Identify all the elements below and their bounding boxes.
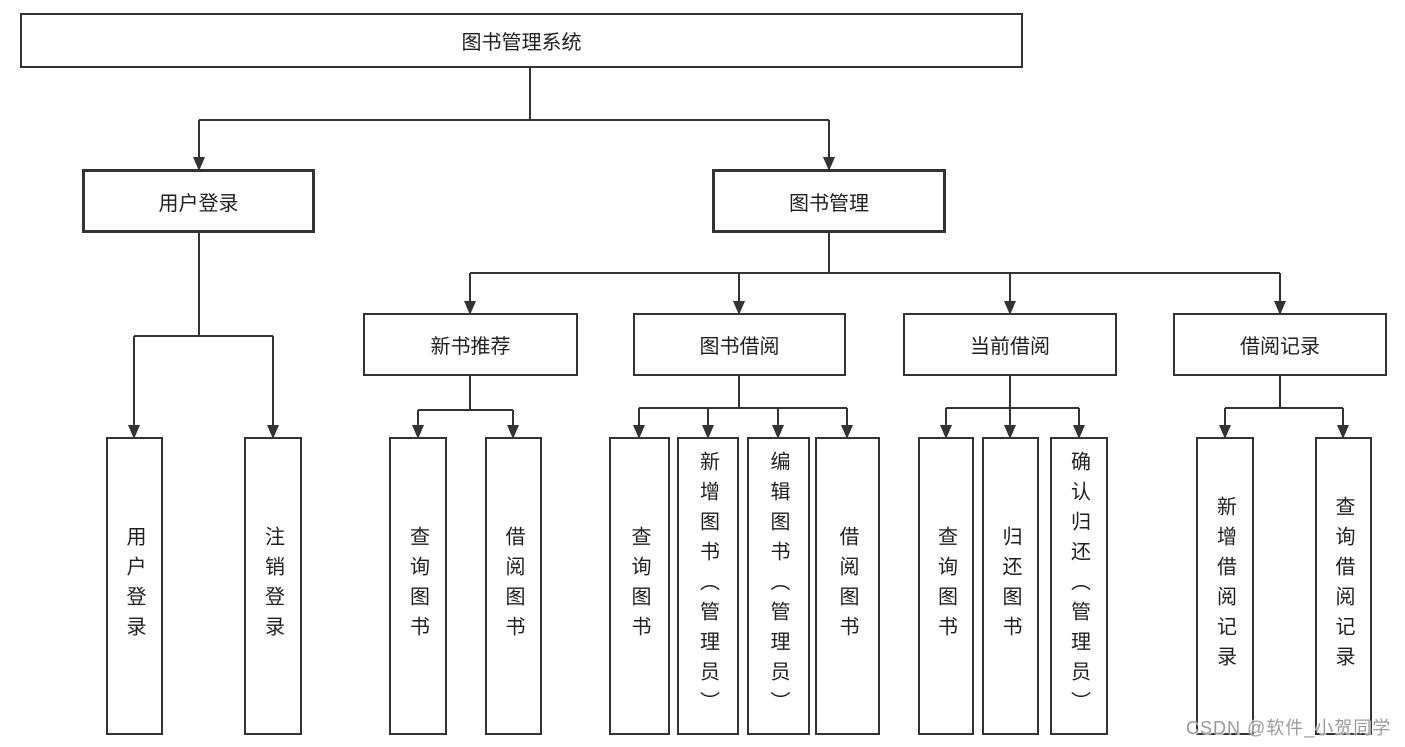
leaf-borrow-books: 借阅图书 [485,437,542,735]
leaf-logout: 注销登录 [244,437,302,735]
node-book-management: 图书管理 [712,169,946,233]
node-user-login: 用户登录 [82,169,315,233]
node-borrow-records: 借阅记录 [1173,313,1387,376]
connector-new-book-recommend-to-leaves [417,376,514,427]
leaf-return-book: 归还图书 [982,437,1039,735]
connector-borrow-records-to-leaves [1224,376,1344,427]
leaf-confirm-return-admin: 确认归还（管理员） [1050,437,1108,735]
leaf-query-borrow-record: 查询借阅记录 [1315,437,1372,735]
connector-root-to-level2 [198,68,830,158]
node-new-book-recommend: 新书推荐 [363,313,578,376]
leaf-borrow-books: 借阅图书 [815,437,880,735]
leaf-add-borrow-record: 新增借阅记录 [1196,437,1254,735]
leaf-user-login: 用户登录 [106,437,163,735]
leaf-add-book-admin: 新增图书（管理员） [677,437,739,735]
node-current-borrow: 当前借阅 [903,313,1117,376]
connector-user-login-to-leaves [133,233,274,427]
leaf-query-books: 查询图书 [389,437,447,735]
watermark-text: CSDN @软件_小贺同学 [1186,718,1392,738]
leaf-query-books: 查询图书 [918,437,974,735]
node-book-borrow: 图书借阅 [633,313,846,376]
node-root-library-system: 图书管理系统 [20,13,1023,68]
connector-current-borrow-to-leaves [945,376,1080,427]
leaf-edit-book-admin: 编辑图书（管理员） [747,437,810,735]
connector-book-management-to-level3 [469,233,1281,302]
leaf-query-books: 查询图书 [609,437,670,735]
connector-book-borrow-to-leaves [638,376,848,427]
